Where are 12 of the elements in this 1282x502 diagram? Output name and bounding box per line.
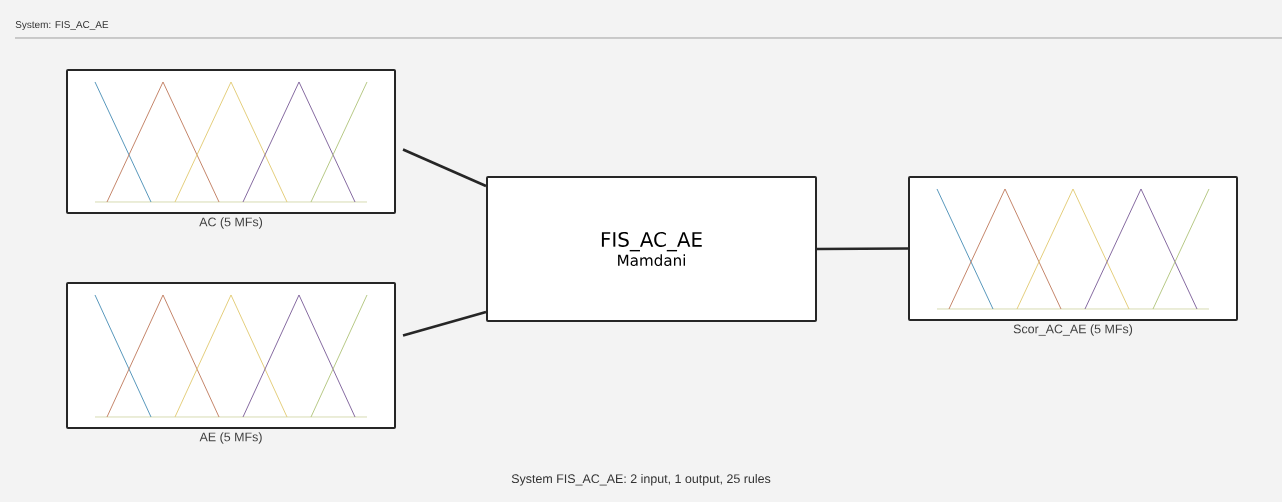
connector-line (402, 310, 487, 337)
header-title: System: FIS_AC_AE (15, 21, 109, 31)
membership-plot-box (66, 69, 396, 214)
connector-line (402, 148, 487, 188)
membership-plot-box (908, 176, 1238, 321)
membership-plot-box (66, 282, 396, 429)
plot-caption: AC (5 MFs) (199, 217, 263, 229)
system-summary: System FIS_AC_AE: 2 input, 1 output, 25 rules (511, 473, 771, 486)
plot-caption: Scor_AC_AE (5 MFs) (1013, 324, 1133, 336)
system-box: FIS_AC_AE Mamdani (486, 176, 817, 322)
connector-line (817, 247, 908, 251)
plot-caption: AE (5 MFs) (199, 432, 262, 444)
